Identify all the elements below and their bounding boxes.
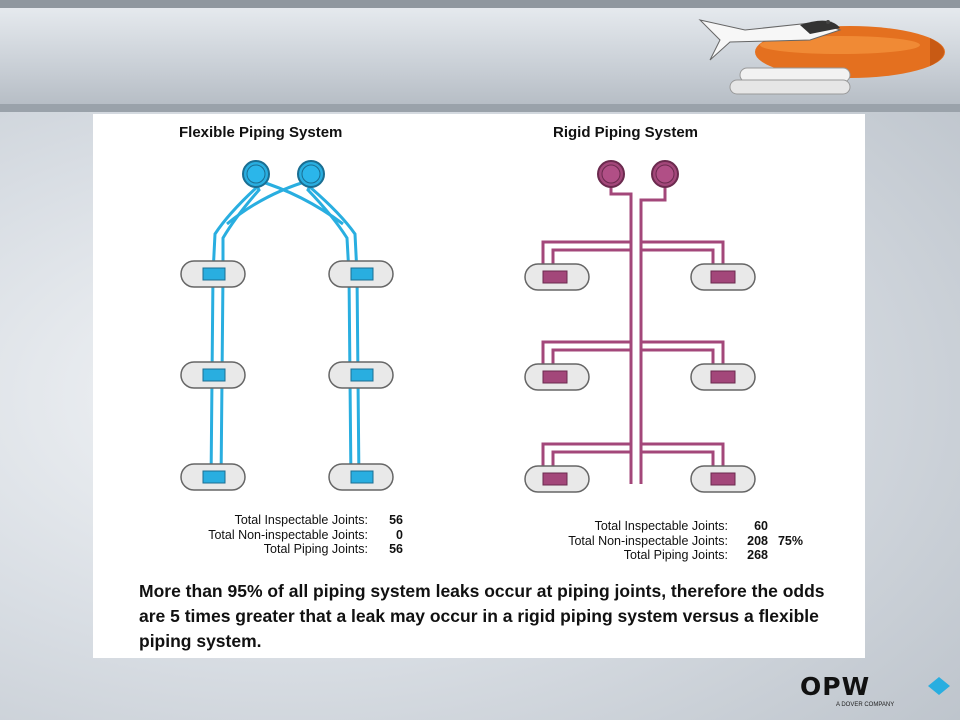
header-banner xyxy=(0,0,960,112)
totals-row: Total Piping Joints: 268 xyxy=(513,548,803,563)
totals-value: 60 xyxy=(754,519,768,533)
totals-label: Total Piping Joints: xyxy=(623,548,728,562)
flexible-system-title: Flexible Piping System xyxy=(179,124,343,141)
flexible-totals: Total Inspectable Joints: 56 Total Non-i… xyxy=(153,513,403,557)
totals-label: Total Piping Joints: xyxy=(263,542,368,556)
totals-row: Total Piping Joints: 56 xyxy=(153,542,403,557)
comparison-panel: Flexible Piping System Rigid Piping Syst… xyxy=(93,114,865,658)
totals-row: Total Non-inspectable Joints: 208 75% xyxy=(513,534,803,549)
totals-value: 56 xyxy=(389,513,403,527)
totals-value: 0 xyxy=(396,527,403,542)
logo-wordmark: OPW xyxy=(800,672,871,701)
flexible-tanks xyxy=(242,160,325,188)
diamond-icon xyxy=(928,677,950,695)
rigid-system-title: Rigid Piping System xyxy=(553,124,699,141)
banner-bottom-stripe xyxy=(0,104,960,112)
conclusion-text: More than 95% of all piping system leaks… xyxy=(139,581,825,651)
banner-top-stripe xyxy=(0,0,960,8)
totals-label: Total Non-inspectable Joints: xyxy=(568,533,728,548)
totals-row: Total Inspectable Joints: 56 xyxy=(153,513,403,528)
totals-label: Total Inspectable Joints: xyxy=(234,513,368,527)
space-shuttle-image xyxy=(698,19,945,95)
totals-label: Total Non-inspectable Joints: xyxy=(208,527,368,542)
flexible-piping-diagram xyxy=(180,160,394,491)
opw-logo: OPW A DOVER COMPANY xyxy=(800,672,950,716)
totals-value: 208 xyxy=(747,533,768,548)
totals-row: Total Inspectable Joints: 60 xyxy=(513,519,803,534)
non-inspectable-percent: 75% xyxy=(777,533,803,548)
totals-value: 268 xyxy=(747,548,768,562)
logo-tagline: A DOVER COMPANY xyxy=(836,702,895,708)
totals-value: 56 xyxy=(389,542,403,556)
rigid-piping-diagram xyxy=(524,160,756,493)
rigid-tanks xyxy=(597,160,679,188)
rigid-totals: Total Inspectable Joints: 60 Total Non-i… xyxy=(513,519,803,563)
totals-row: Total Non-inspectable Joints: 0 xyxy=(153,528,403,543)
totals-label: Total Inspectable Joints: xyxy=(594,519,728,533)
